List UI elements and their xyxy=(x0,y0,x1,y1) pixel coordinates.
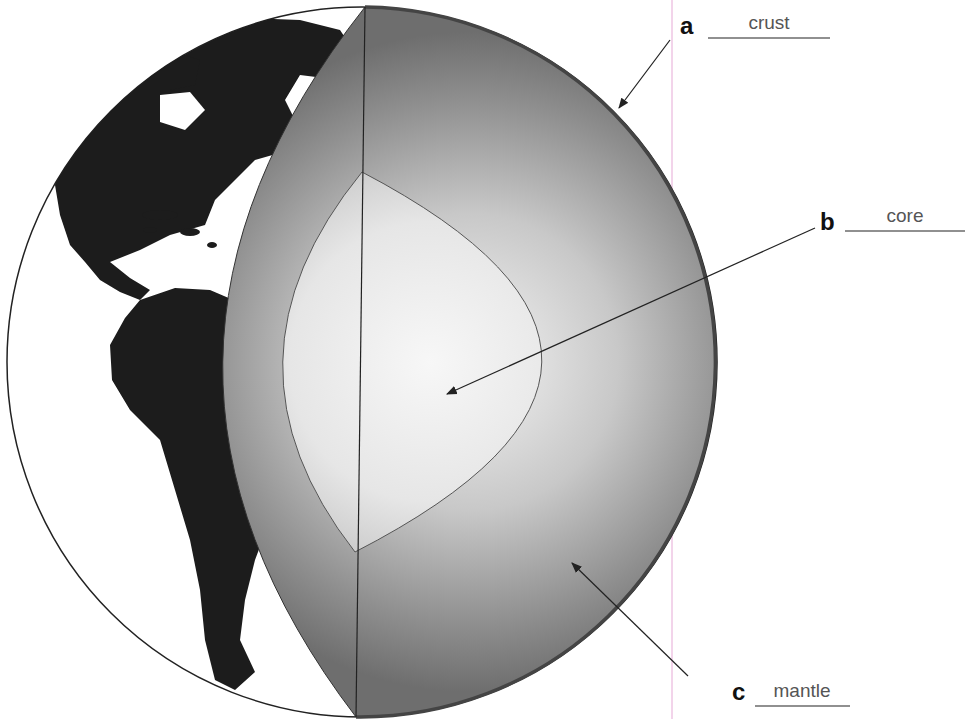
part-letter: a xyxy=(680,14,693,38)
globe-outline xyxy=(7,7,717,717)
meridian-line xyxy=(356,7,365,717)
part-name: core xyxy=(887,206,924,225)
leader-arrow xyxy=(447,228,815,394)
answer-line xyxy=(845,230,965,231)
part-letter: b xyxy=(820,210,835,234)
part-name: mantle xyxy=(773,681,830,700)
core-region xyxy=(283,172,542,552)
mantle-region xyxy=(223,7,716,717)
leader-arrow xyxy=(572,563,688,676)
answer-line xyxy=(755,705,850,706)
answer-line xyxy=(708,37,830,38)
part-name: crust xyxy=(748,13,789,32)
leader-arrow xyxy=(619,40,670,108)
part-letter: c xyxy=(732,680,745,704)
